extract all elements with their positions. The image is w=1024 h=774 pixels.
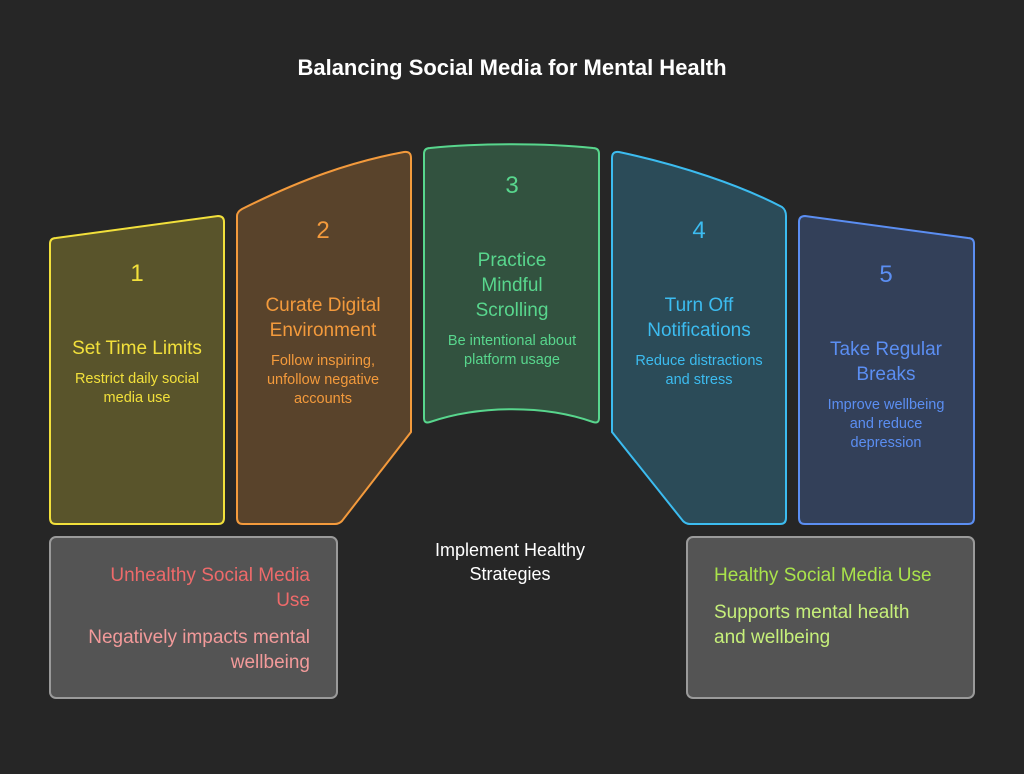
step-5-heading: Take Regular Breaks xyxy=(830,339,942,385)
step-1-heading: Set Time Limits xyxy=(72,338,202,359)
healthy-text: Healthy Social Media Use Supports mental… xyxy=(714,563,944,650)
healthy-heading: Healthy Social Media Use xyxy=(714,565,932,586)
step-5-panel xyxy=(798,214,975,525)
unhealthy-box xyxy=(49,536,338,699)
step-4-number: 4 xyxy=(692,217,706,244)
step-3-heading: Practice Mindful Scrolling xyxy=(475,250,549,321)
step-1-number: 1 xyxy=(130,260,144,287)
step-4-description: Reduce distractions and stress xyxy=(635,353,763,388)
unhealthy-description: Negatively impacts mental wellbeing xyxy=(88,627,310,673)
step-1-description: Restrict daily social media use xyxy=(74,371,200,406)
healthy-box xyxy=(686,536,975,699)
step-2-heading: Curate Digital Environment xyxy=(265,295,381,341)
step-3-description: Be intentional about platform usage xyxy=(447,333,577,368)
center-label: Implement Healthy Strategies xyxy=(434,540,586,584)
step-3-panel xyxy=(423,143,600,424)
unhealthy-text: Unhealthy Social Media Use Negatively im… xyxy=(80,563,310,675)
unhealthy-heading: Unhealthy Social Media Use xyxy=(110,565,310,611)
step-5-description: Improve wellbeing and reduce depression xyxy=(827,397,945,451)
step-1: 1 Set Time Limits Restrict daily social … xyxy=(56,260,218,408)
step-2-panel xyxy=(236,150,412,525)
step-1-panel xyxy=(49,214,225,525)
step-4-heading: Turn Off Notifications xyxy=(647,295,751,341)
healthy-description: Supports mental health and wellbeing xyxy=(714,602,910,648)
step-4: 4 Turn Off Notifications Reduce distract… xyxy=(622,217,776,390)
step-2-number: 2 xyxy=(316,217,330,244)
step-4-panel xyxy=(611,150,787,525)
step-3-number: 3 xyxy=(505,172,519,199)
step-2: 2 Curate Digital Environment Follow insp… xyxy=(250,217,396,409)
step-5-number: 5 xyxy=(879,261,893,288)
step-2-description: Follow inspiring, unfollow negative acco… xyxy=(266,353,380,407)
step-3: 3 Practice Mindful Scrolling Be intentio… xyxy=(432,172,592,370)
diagram-title: Balancing Social Media for Mental Health xyxy=(297,55,727,80)
step-5: 5 Take Regular Breaks Improve wellbeing … xyxy=(810,261,962,453)
